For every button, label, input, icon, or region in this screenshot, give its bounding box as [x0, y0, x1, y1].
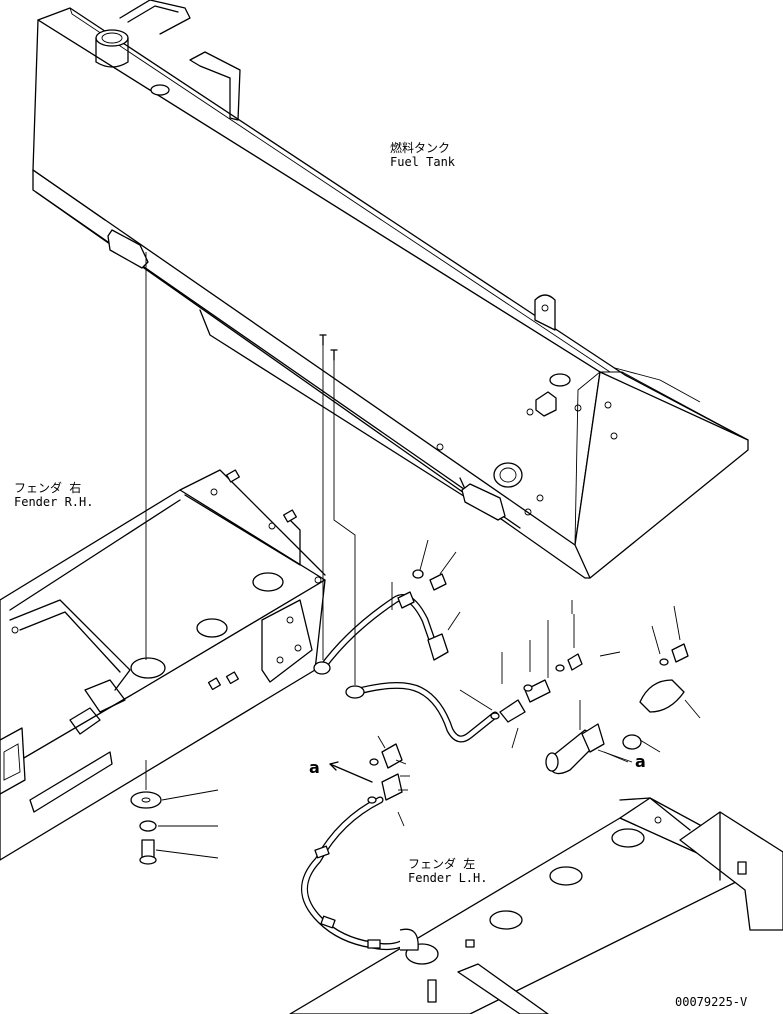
fender-lh-label-jp: フェンダ 左: [408, 857, 476, 871]
fuel-tank: [32, 0, 749, 579]
fittings: [130, 334, 689, 865]
callout-a-right: a: [635, 752, 646, 771]
fender-lh: [289, 797, 783, 1014]
fender-rh-label-en: Fender R.H.: [14, 495, 94, 509]
fender-rh: [0, 469, 326, 861]
callout-a-left: a: [309, 758, 320, 777]
fuel-hoses: [301, 591, 499, 951]
fender-rh-label-jp: フェンダ 右: [14, 481, 82, 495]
leader-lines: [145, 252, 701, 859]
fuel-tank-label-jp: 燃料タンク: [390, 141, 451, 155]
fuel-tank-label-en: Fuel Tank: [390, 155, 456, 169]
fender-lh-label-en: Fender L.H.: [408, 871, 488, 885]
drawing-number: 00079225-V: [675, 995, 748, 1009]
